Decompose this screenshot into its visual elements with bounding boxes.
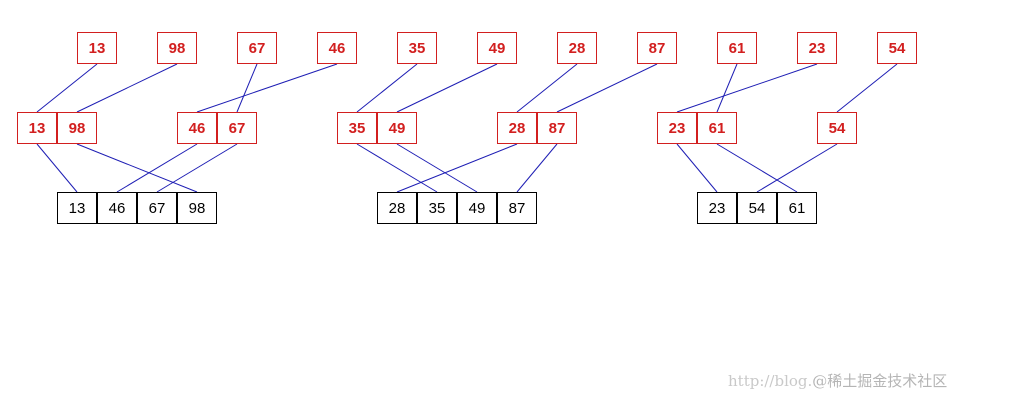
watermark: http://blog.@稀土掘金技术社区 <box>728 370 947 391</box>
merged-cell: 35 <box>417 192 457 224</box>
merged-cell: 87 <box>497 192 537 224</box>
connection-line <box>676 63 818 113</box>
connection-line <box>516 143 558 193</box>
pair-cell: 28 <box>497 112 537 144</box>
merged-cell: 28 <box>377 192 417 224</box>
pair-cell: 35 <box>337 112 377 144</box>
connection-line <box>716 143 798 193</box>
connection-line <box>36 143 78 193</box>
merged-cell: 61 <box>777 192 817 224</box>
watermark-url: http://blog. <box>728 372 813 390</box>
connection-line <box>556 63 658 113</box>
input-cell: 87 <box>637 32 677 64</box>
pair-cell: 61 <box>697 112 737 144</box>
input-cell: 67 <box>237 32 277 64</box>
merged-cell: 49 <box>457 192 497 224</box>
connection-line <box>236 63 258 113</box>
pair-cell: 54 <box>817 112 857 144</box>
input-cell: 13 <box>77 32 117 64</box>
connection-line <box>76 143 198 193</box>
connection-line <box>356 63 418 113</box>
input-cell: 23 <box>797 32 837 64</box>
connection-line <box>36 63 98 113</box>
pair-cell: 23 <box>657 112 697 144</box>
merged-cell: 46 <box>97 192 137 224</box>
connection-line <box>156 143 238 193</box>
pair-cell: 46 <box>177 112 217 144</box>
connection-line <box>676 143 718 193</box>
connection-line <box>396 143 518 193</box>
pair-cell: 67 <box>217 112 257 144</box>
merged-cell: 23 <box>697 192 737 224</box>
input-cell: 98 <box>157 32 197 64</box>
connection-line <box>516 63 578 113</box>
connection-line <box>196 63 338 113</box>
connection-line <box>836 63 898 113</box>
connection-line <box>356 143 438 193</box>
input-cell: 54 <box>877 32 917 64</box>
connection-line <box>396 143 478 193</box>
connection-line <box>716 63 738 113</box>
merged-cell: 13 <box>57 192 97 224</box>
connection-line <box>116 143 198 193</box>
input-cell: 35 <box>397 32 437 64</box>
connection-line <box>756 143 838 193</box>
watermark-brand: @稀土掘金技术社区 <box>812 372 948 390</box>
merged-cell: 98 <box>177 192 217 224</box>
pair-cell: 13 <box>17 112 57 144</box>
pair-cell: 98 <box>57 112 97 144</box>
merged-cell: 67 <box>137 192 177 224</box>
pair-cell: 87 <box>537 112 577 144</box>
connection-line <box>396 63 498 113</box>
pair-cell: 49 <box>377 112 417 144</box>
input-cell: 46 <box>317 32 357 64</box>
input-cell: 49 <box>477 32 517 64</box>
input-cell: 28 <box>557 32 597 64</box>
merged-cell: 54 <box>737 192 777 224</box>
connection-line <box>76 63 178 113</box>
input-cell: 61 <box>717 32 757 64</box>
